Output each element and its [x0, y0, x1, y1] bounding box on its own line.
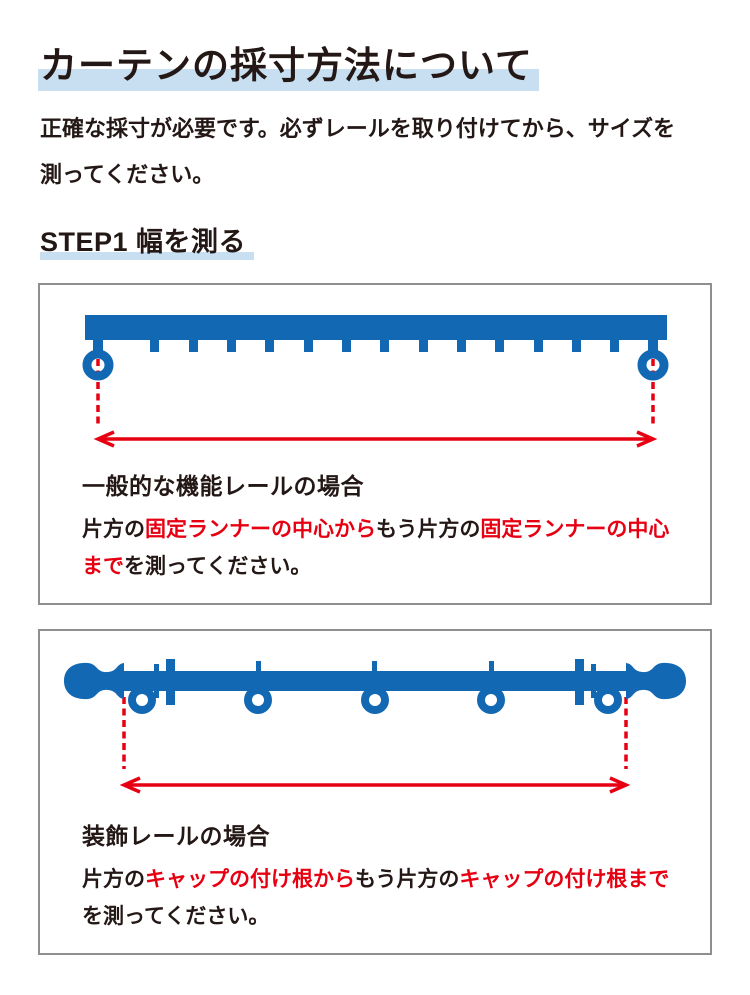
decorative-rail-diagram [64, 659, 686, 794]
section-heading: 一般的な機能レールの場合 [82, 473, 364, 500]
end-cap-left [64, 663, 124, 700]
description-segment: 片方の [82, 868, 145, 892]
rail-bar [85, 315, 667, 355]
section-caption: 一般的な機能レールの場合 片方の固定ランナーの中心からもう片方の固定ランナーの中… [40, 463, 710, 603]
section-description: 片方の固定ランナーの中心からもう片方の固定ランナーの中心 までを測ってください。 [82, 511, 682, 585]
curtain-ring [128, 686, 156, 715]
description-segment: を測ってください。 [82, 905, 270, 929]
functional-rail-diagram [82, 315, 669, 448]
description-segment: を測ってください。 [124, 555, 312, 579]
fixed-runner-right [637, 349, 669, 381]
end-cap-right [626, 663, 686, 700]
description-segment: 固定ランナーの中心から [145, 518, 376, 542]
intro-text: 正確な採寸が必要です。必ずレールを取り付けてから、サイズを 測ってください。 [40, 116, 676, 188]
description-segment: 片方の [82, 518, 145, 542]
section-heading: 装飾レールの場合 [82, 823, 270, 850]
description-segment: もう片方の [376, 518, 481, 542]
description-segment: キャップの付け根から [145, 868, 355, 892]
description-segment: もう片方の [355, 868, 460, 892]
measure-arrow [119, 776, 631, 794]
page-title-text: カーテンの採寸方法について [38, 45, 539, 91]
step1-heading: STEP1 幅を測る [40, 220, 712, 261]
step1-heading-text: STEP1 幅を測る [40, 227, 255, 261]
section-box-decorative-rail: 装飾レールの場合 片方のキャップの付け根からもう片方のキャップの付け根まで を測… [38, 629, 712, 956]
curtain-ring [361, 686, 389, 715]
measure-arrow [93, 430, 658, 448]
section-caption: 装飾レールの場合 片方のキャップの付け根からもう片方のキャップの付け根まで を測… [40, 813, 710, 953]
fixed-runner-left [82, 349, 114, 381]
page-title: カーテンの採寸方法について [38, 42, 712, 91]
section-description: 片方のキャップの付け根からもう片方のキャップの付け根まで を測ってください。 [82, 861, 682, 935]
curtain-ring [477, 686, 505, 715]
curtain-ring [244, 686, 272, 715]
description-segment: 固定ランナーの中心 まで [82, 518, 670, 579]
curtain-ring [594, 686, 622, 715]
description-segment: キャップの付け根まで [459, 868, 670, 892]
measurement-guide-page: カーテンの採寸方法について 正確な採寸が必要です。必ずレールを取り付けてから、サ… [38, 42, 712, 956]
decorative-pole [64, 659, 686, 706]
section-box-functional-rail: 一般的な機能レールの場合 片方の固定ランナーの中心からもう片方の固定ランナーの中… [38, 283, 712, 606]
